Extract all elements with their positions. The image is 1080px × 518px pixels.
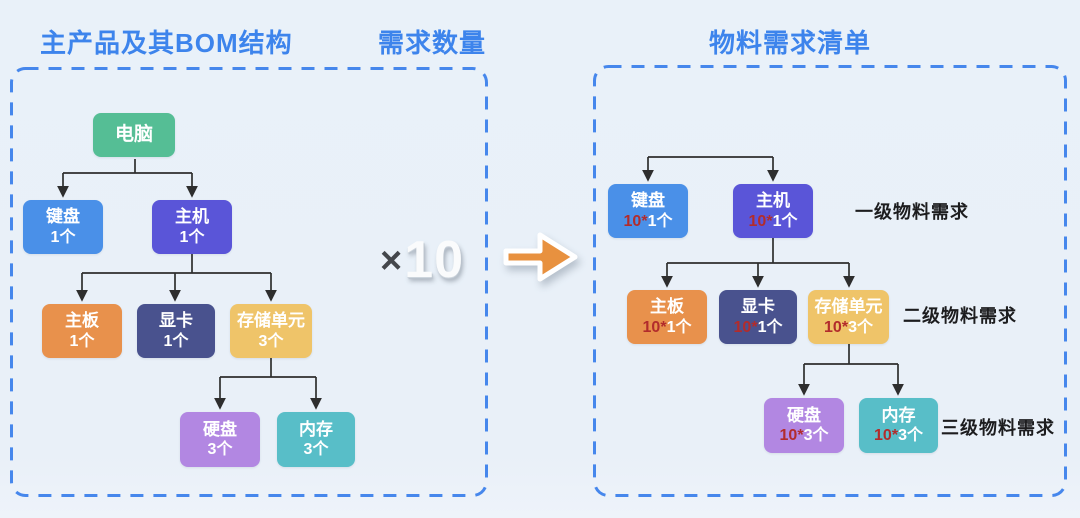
node-label: 电脑 xyxy=(114,124,153,146)
multiplier-prefix: 10* xyxy=(623,212,648,230)
level-2-label: 二级物料需求 xyxy=(903,306,1017,326)
node-qty: 10*3个 xyxy=(780,426,829,446)
mrp-node-host: 主机 10*1个 xyxy=(733,184,813,238)
node-label: 显卡 xyxy=(741,297,775,317)
node-qty: 1个 xyxy=(69,332,95,350)
bom-section-title: 主产品及其BOM结构 xyxy=(40,28,293,58)
base-qty: 1个 xyxy=(647,212,673,230)
level-3-label: 三级物料需求 xyxy=(941,418,1055,438)
multiplier-prefix: 10* xyxy=(779,427,804,445)
node-label: 主机 xyxy=(175,207,209,227)
multiplier-prefix: 10* xyxy=(824,318,849,336)
node-qty: 1个 xyxy=(179,228,205,246)
bom-tree-connectors xyxy=(57,159,322,410)
node-qty: 10*1个 xyxy=(734,318,783,338)
mrp-node-motherboard: 主板 10*1个 xyxy=(627,290,707,344)
bom-node-host: 主机 1个 xyxy=(152,200,232,254)
node-label: 内存 xyxy=(299,419,333,439)
bom-node-gpu: 显卡 1个 xyxy=(137,304,215,358)
mrp-tree-connectors xyxy=(642,156,904,396)
node-qty: 10*1个 xyxy=(643,318,692,338)
mrp-node-ram: 内存 10*3个 xyxy=(859,398,938,453)
mrp-node-hdd: 硬盘 10*3个 xyxy=(764,398,844,453)
node-qty: 10*3个 xyxy=(874,426,923,446)
bom-panel-border xyxy=(10,67,488,497)
multiplier-prefix: 10* xyxy=(874,427,899,445)
bom-node-hdd: 硬盘 3个 xyxy=(180,412,260,467)
demand-qty-title: 需求数量 xyxy=(378,28,487,58)
demand-multiplier: × 10 xyxy=(380,230,464,290)
node-qty: 10*1个 xyxy=(749,212,798,232)
node-qty: 1个 xyxy=(50,228,76,246)
base-qty: 1个 xyxy=(757,318,783,336)
mrp-node-storage: 存储单元 10*3个 xyxy=(808,290,889,344)
mrp-panel-border xyxy=(593,65,1067,497)
base-qty: 3个 xyxy=(898,427,923,445)
mrp-section-title: 物料需求清单 xyxy=(709,28,872,58)
bom-node-keyboard: 键盘 1个 xyxy=(23,200,103,254)
node-label: 键盘 xyxy=(631,191,665,211)
node-label: 显卡 xyxy=(159,311,193,331)
node-qty: 10*3个 xyxy=(824,318,873,338)
multiplier-value: 10 xyxy=(404,231,465,289)
times-icon: × xyxy=(380,239,403,282)
transform-arrow-icon xyxy=(499,226,585,297)
bom-node-motherboard: 主板 1个 xyxy=(42,304,122,358)
node-qty: 3个 xyxy=(303,441,329,459)
mrp-node-keyboard: 键盘 10*1个 xyxy=(608,184,688,238)
base-qty: 3个 xyxy=(848,318,873,336)
node-label: 键盘 xyxy=(46,207,80,227)
node-label: 主机 xyxy=(756,191,790,211)
node-qty: 1个 xyxy=(163,332,189,350)
base-qty: 1个 xyxy=(666,318,692,336)
bom-node-ram: 内存 3个 xyxy=(277,412,355,467)
node-qty: 3个 xyxy=(207,441,233,459)
multiplier-prefix: 10* xyxy=(642,318,667,336)
node-label: 硬盘 xyxy=(203,419,237,439)
node-label: 硬盘 xyxy=(787,405,821,425)
multiplier-prefix: 10* xyxy=(733,318,758,336)
bom-node-computer: 电脑 xyxy=(93,113,175,157)
node-label: 存储单元 xyxy=(814,297,883,317)
node-qty: 10*1个 xyxy=(624,212,673,232)
node-label: 主板 xyxy=(65,311,99,331)
node-label: 存储单元 xyxy=(237,311,305,331)
base-qty: 1个 xyxy=(772,212,798,230)
bom-node-storage: 存储单元 3个 xyxy=(230,304,312,358)
node-label: 内存 xyxy=(881,405,916,425)
multiplier-prefix: 10* xyxy=(748,212,773,230)
node-qty: 3个 xyxy=(258,332,284,350)
base-qty: 3个 xyxy=(803,427,829,445)
node-label: 主板 xyxy=(650,297,684,317)
mrp-node-gpu: 显卡 10*1个 xyxy=(719,290,797,344)
level-1-label: 一级物料需求 xyxy=(855,202,969,222)
